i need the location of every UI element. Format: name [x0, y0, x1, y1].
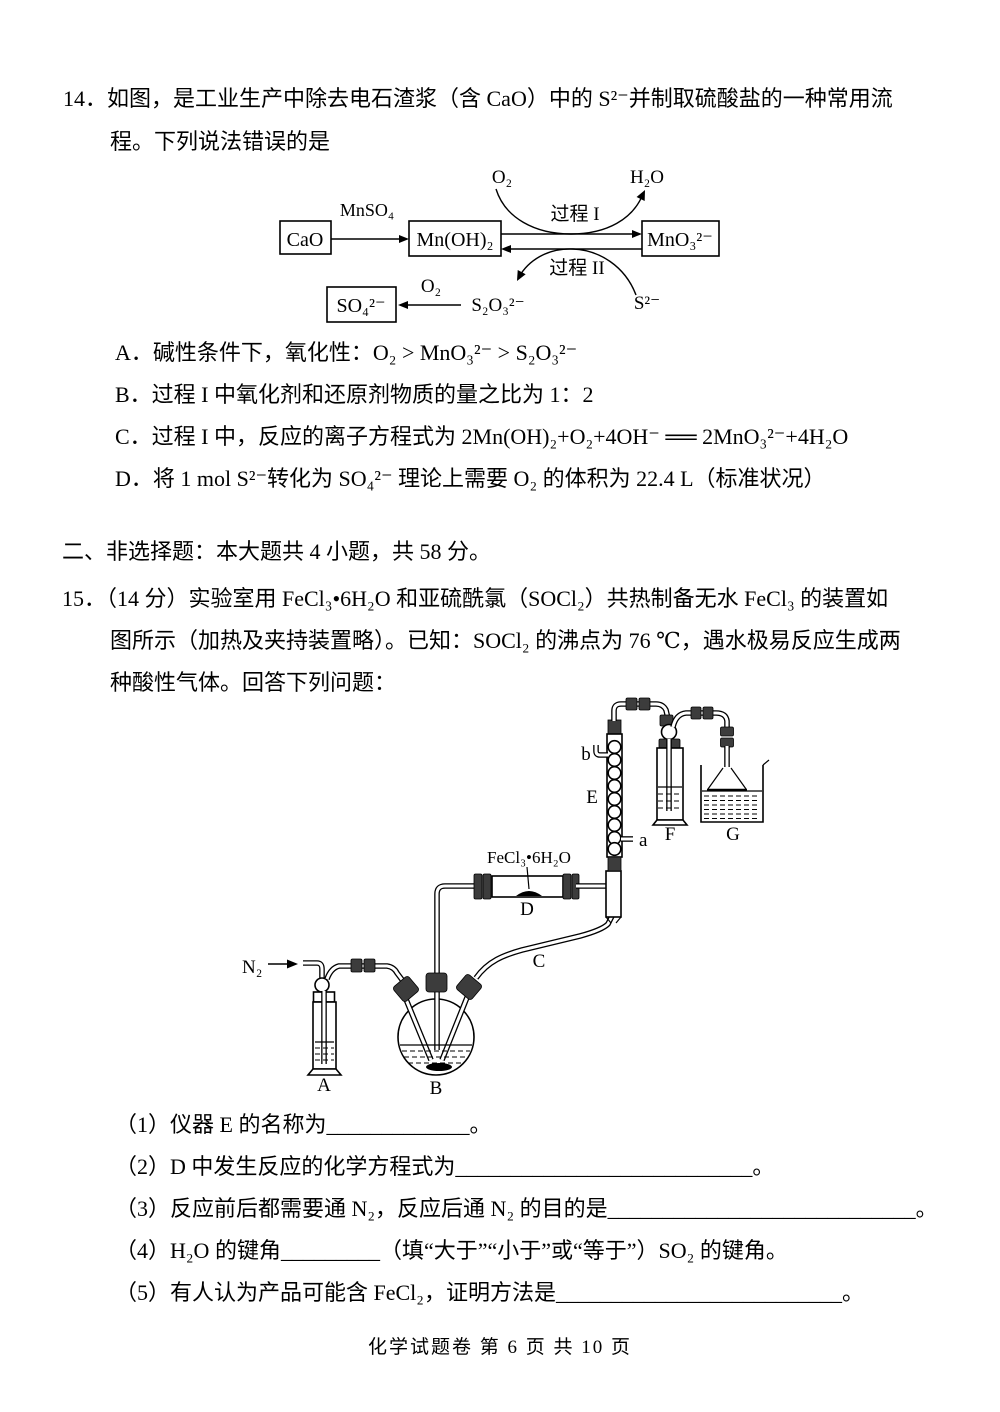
three-neck-flask-b: B [393, 886, 482, 1099]
tube-d: FeCl₃•6H₂O D [473, 848, 607, 920]
s2minus-label: S²⁻ [634, 293, 660, 314]
o2-top-label: O₂ [492, 167, 512, 188]
o2-mid-label: O₂ [421, 276, 441, 297]
flow-box-mno3: MnO₃²⁻ [641, 220, 720, 257]
page-footer: 化学试题卷 第 6 页 共 10 页 [367, 1337, 632, 1358]
label-e: E [586, 787, 598, 808]
pipe-e-to-f [614, 697, 674, 727]
so4-label: SO₄²⁻ [336, 295, 385, 317]
n2-label: N₂ [242, 957, 262, 978]
curve-s2-to-s2o3: S²⁻ S₂O₃²⁻ [471, 248, 660, 316]
label-b-arm: b [581, 744, 591, 765]
flow-box-cao: CaO [279, 220, 332, 255]
q14-option-a: A．碱性条件下，氧化性：O₂ > MnO₃²⁻ > S₂O₃²⁻ [115, 340, 578, 365]
q14-flow-diagram: CaO Mn(OH)₂ MnO₃²⁻ SO₄²⁻ MnSO₄ [279, 167, 720, 323]
arrow-cao-to-mnoh2: MnSO₄ [331, 200, 409, 243]
label-a: A [317, 1075, 331, 1096]
gas-washing-bottle-a: A [306, 977, 343, 1096]
q15-apparatus-diagram: N₂ A [242, 697, 770, 1099]
beaker-g: G [700, 759, 770, 845]
q14-option-d: D．将 1 mol S²⁻转化为 SO₄²⁻ 理论上需要 O₂ 的体积为 22.… [115, 466, 826, 491]
label-f: F [665, 824, 676, 845]
q14-stem-line1: 14．如图，是工业生产中除去电石渣浆（含 CaO）中的 S²⁻并制取硫酸盐的一种… [63, 86, 893, 111]
pipe-f-to-g [673, 706, 734, 767]
q15-sub4: （4）H₂O 的键角_________（填“大于”“小于”或“等于”）SO₂ 的… [115, 1238, 788, 1263]
q15-stem-line2: 图所示（加热及夹持装置略）。已知：SOCl₂ 的沸点为 76 ℃，遇水极易反应生… [110, 628, 901, 653]
pipe-a-to-b [327, 958, 406, 985]
label-c: C [533, 951, 546, 972]
adapter-tube [605, 870, 622, 924]
mnoh2-label: Mn(OH)₂ [417, 229, 494, 251]
bottle-a-bulb [314, 977, 330, 993]
q14-option-b: B．过程 I 中氧化剂和还原剂物质的量之比为 1：2 [115, 382, 594, 407]
fecl3-label: FeCl₃•6H₂O [487, 848, 571, 867]
q15-sub2: （2）D 中发生反应的化学方程式为_______________________… [115, 1154, 775, 1179]
label-d: D [520, 899, 534, 920]
q14-option-c: C．过程 I 中，反应的离子方程式为 2Mn(OH)₂+O₂+4OH⁻ ══ 2… [115, 424, 849, 449]
arrow-s2o3-to-so4: O₂ [398, 276, 461, 309]
section2-header: 二、非选择题：本大题共 4 小题，共 58 分。 [62, 539, 492, 564]
q15-sub1: （1）仪器 E 的名称为_____________。 [115, 1112, 492, 1137]
flow-box-mnoh2: Mn(OH)₂ [408, 220, 502, 257]
q15-sub5: （5）有人认为产品可能含 FeCl₂，证明方法是________________… [115, 1280, 864, 1305]
label-b: B [430, 1078, 443, 1099]
process2-label: 过程 II [549, 257, 604, 279]
q15-stem-line1: 15．（14 分）实验室用 FeCl₃•6H₂O 和亚硫酰氯（SOCl₂）共热制… [62, 586, 889, 611]
process1-label: 过程 I [550, 203, 599, 225]
h2o-label: H₂O [630, 167, 664, 188]
q15-sub3: （3）反应前后都需要通 N₂，反应后通 N₂ 的目的是_____________… [115, 1196, 938, 1221]
label-g: G [726, 824, 740, 845]
q14-stem-line2: 程。下列说法错误的是 [110, 129, 331, 154]
funnel-left [707, 767, 724, 790]
q15-stem-line3: 种酸性气体。回答下列问题： [110, 670, 397, 695]
stopper-right [456, 974, 482, 1000]
curve-o2-to-h2o: O₂ H₂O [492, 167, 664, 235]
flow-box-so4: SO₄²⁻ [326, 286, 397, 323]
stopper-center [425, 972, 448, 993]
fecl3-sample [516, 891, 542, 896]
stopper-left [393, 976, 419, 1002]
funnel-right [730, 767, 747, 790]
mno3-label: MnO₃²⁻ [647, 229, 713, 251]
mnso4-label: MnSO₄ [340, 200, 394, 220]
flask-b-solid [426, 1063, 452, 1071]
n2-inlet: N₂ [242, 957, 322, 978]
label-a-arm: a [639, 830, 648, 851]
tube-c: C [476, 916, 612, 978]
cao-label: CaO [287, 229, 324, 251]
gas-washing-bottle-f: F [651, 723, 689, 845]
s2o3-label: S₂O₃²⁻ [471, 295, 524, 316]
condenser-e: b a E [581, 719, 648, 872]
